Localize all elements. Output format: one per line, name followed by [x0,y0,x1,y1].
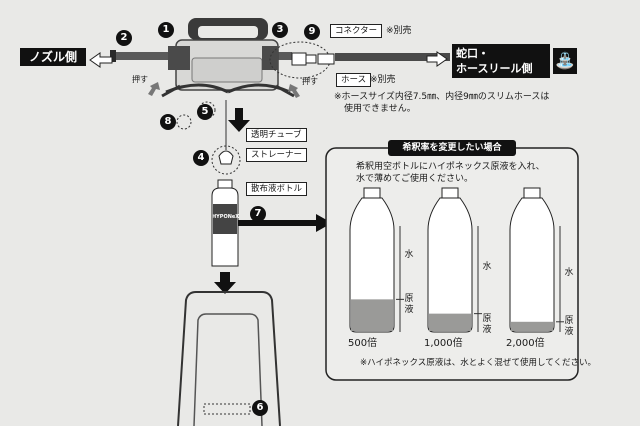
hose-right [270,52,450,61]
faucet-side-label-line1: 蛇口・ [456,47,489,60]
bottle-ratio-2000: 2,000倍 [506,338,545,349]
faucet-icon: ⛲ [553,48,577,74]
number-badge-2: 2 [116,30,132,46]
hose-size-note-2: 使用できません。 [344,104,416,114]
concentrate-fill [429,313,471,331]
concentrate-label-1: 原液 [404,294,414,315]
connector-note: ※別売 [386,26,412,36]
water-label-3: 水 [564,268,574,278]
bottle-body [427,197,473,333]
push-arrow-left [148,82,160,96]
dilution-desc-line1: 希釈用空ボトルにハイポネックス原液を入れ、 [356,162,545,172]
spray-bottle [211,179,239,267]
bottle-body [349,197,395,333]
hose-callout: ホース [336,73,372,87]
concentrate-fill [511,321,553,331]
hose-size-note-1: ※ホースサイズ内径7.5㎜、内径9㎜のスリムホースは [334,92,550,102]
nozzle-side-label: ノズル側 [20,48,86,66]
concentrate-label-2: 原液 [482,314,492,335]
dilution-bottle-3 [509,187,564,333]
dilution-panel-title: 希釈率を変更したい場合 [388,140,516,156]
spray-bottle-callout: 散布液ボトル [246,182,308,196]
dilution-bottle-2 [427,187,482,333]
sprayer-head [161,18,295,98]
dilution-desc-line2: 水で薄めてご使用ください。 [356,174,474,184]
concentrate-fill [351,299,393,331]
push-label-left: 押す [132,75,148,84]
faucet-side-label-line2: ホースリール側 [456,62,533,75]
connector-callout: コネクター [330,24,383,38]
bottle-body [509,197,555,333]
faucet-direction-arrow [426,51,448,67]
number-badge-8: 8 [160,114,176,130]
bottle-ratio-500: 500倍 [348,338,378,349]
number-badge-1: 1 [158,22,174,38]
clear-tube-callout: 透明チューブ [246,128,307,142]
number-badge-5: 5 [197,104,213,120]
water-label-1: 水 [404,250,414,260]
bottle-brand-label: HYPONeX [212,214,240,220]
number-badge-9: 9 [304,24,320,40]
bottle-cap [441,187,459,199]
faucet-side-label: 蛇口・ ホースリール側 [452,44,550,78]
tank-illustration [177,291,281,426]
push-arrow-right [288,84,300,98]
dilution-bottle-1 [349,187,404,333]
part-6-highlight [203,403,251,415]
hose-note: ※別売 [370,75,396,85]
bottle-cap [523,187,541,199]
connector-illustration [291,52,335,66]
down-arrow-2 [214,272,236,294]
number-badge-6: 6 [252,400,268,416]
bottle-cap [363,187,381,199]
dilution-bottles [349,187,564,333]
down-arrow-1 [228,108,250,132]
water-label-2: 水 [482,262,492,272]
number-badge-4: 4 [193,150,209,166]
hose-left [110,50,174,62]
nozzle-direction-arrow [89,52,113,68]
number-badge-7: 7 [250,206,266,222]
dilution-footer-note: ※ハイポネックス原液は、水とよく混ぜて使用してください。 [360,358,596,368]
strainer-callout: ストレーナー [246,148,308,162]
push-label-right: 押す [302,77,318,86]
concentrate-label-3: 原液 [564,316,574,337]
clear-tube [218,100,234,165]
arrow-to-panel [238,214,332,232]
bottle-ratio-1000: 1,000倍 [424,338,463,349]
number-badge-3: 3 [272,22,288,38]
part-8-highlight [176,114,192,130]
